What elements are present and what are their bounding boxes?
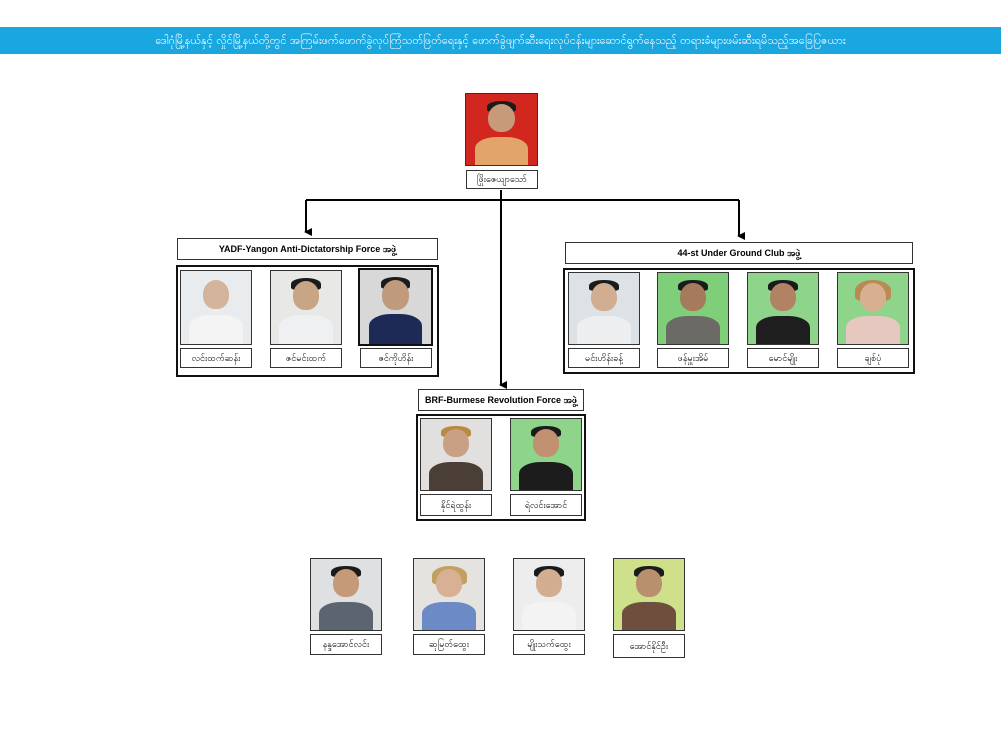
member-name: ချစ်ပုံ xyxy=(837,348,909,368)
member-name: မောင်မျိုး xyxy=(747,348,819,368)
member-name: ဇင်ကိုဟိန်း xyxy=(360,348,432,368)
member-photo xyxy=(358,268,433,346)
leader-name: ဖြိုးဇေယျာသော် xyxy=(466,170,538,189)
member-name: မျိုးသက်ထွေး xyxy=(513,634,585,655)
title-banner: ဒေါဂုံမြို့နယ်နှင့် လှိုင်မြို့နယ်တို့တွ… xyxy=(0,27,1001,54)
member-photo xyxy=(613,558,685,631)
member-name: အောင်နိုင်ဦး xyxy=(613,634,685,658)
member-photo xyxy=(510,418,582,491)
leader-photo xyxy=(465,93,538,166)
group-box-yadf xyxy=(176,265,439,377)
member-photo xyxy=(180,270,252,345)
member-name: လင်းထက်ဆန်း xyxy=(180,348,252,368)
member-photo xyxy=(837,272,909,345)
group-box-brf xyxy=(416,414,586,521)
member-name: နန္ဒအောင်လင်း xyxy=(310,634,382,655)
group-title-brf: BRF-Burmese Revolution Force အဖွဲ့ xyxy=(418,389,584,411)
member-photo xyxy=(413,558,485,631)
member-name: မင်းဟိန်းခန့် xyxy=(568,348,640,368)
member-photo xyxy=(270,270,342,345)
member-photo xyxy=(513,558,585,631)
group-box-club44 xyxy=(563,268,915,374)
member-name: နိုင်ရဲထွန်း xyxy=(420,494,492,516)
member-photo xyxy=(747,272,819,345)
group-title-club44: 44-st Under Ground Club အဖွဲ့ xyxy=(565,242,913,264)
group-title-yadf: YADF-Yangon Anti-Dictatorship Force အဖွဲ… xyxy=(177,238,438,260)
member-name: ဆုမြတ်ထွေး xyxy=(413,634,485,655)
member-photo xyxy=(657,272,729,345)
member-name: ဇင်မင်းထက် xyxy=(270,348,342,368)
member-photo xyxy=(310,558,382,631)
member-photo xyxy=(568,272,640,345)
member-name: ရဲလင်းအောင် xyxy=(510,494,582,516)
member-photo xyxy=(420,418,492,491)
member-name: ဖန်မှူးအိမ် xyxy=(657,348,729,368)
